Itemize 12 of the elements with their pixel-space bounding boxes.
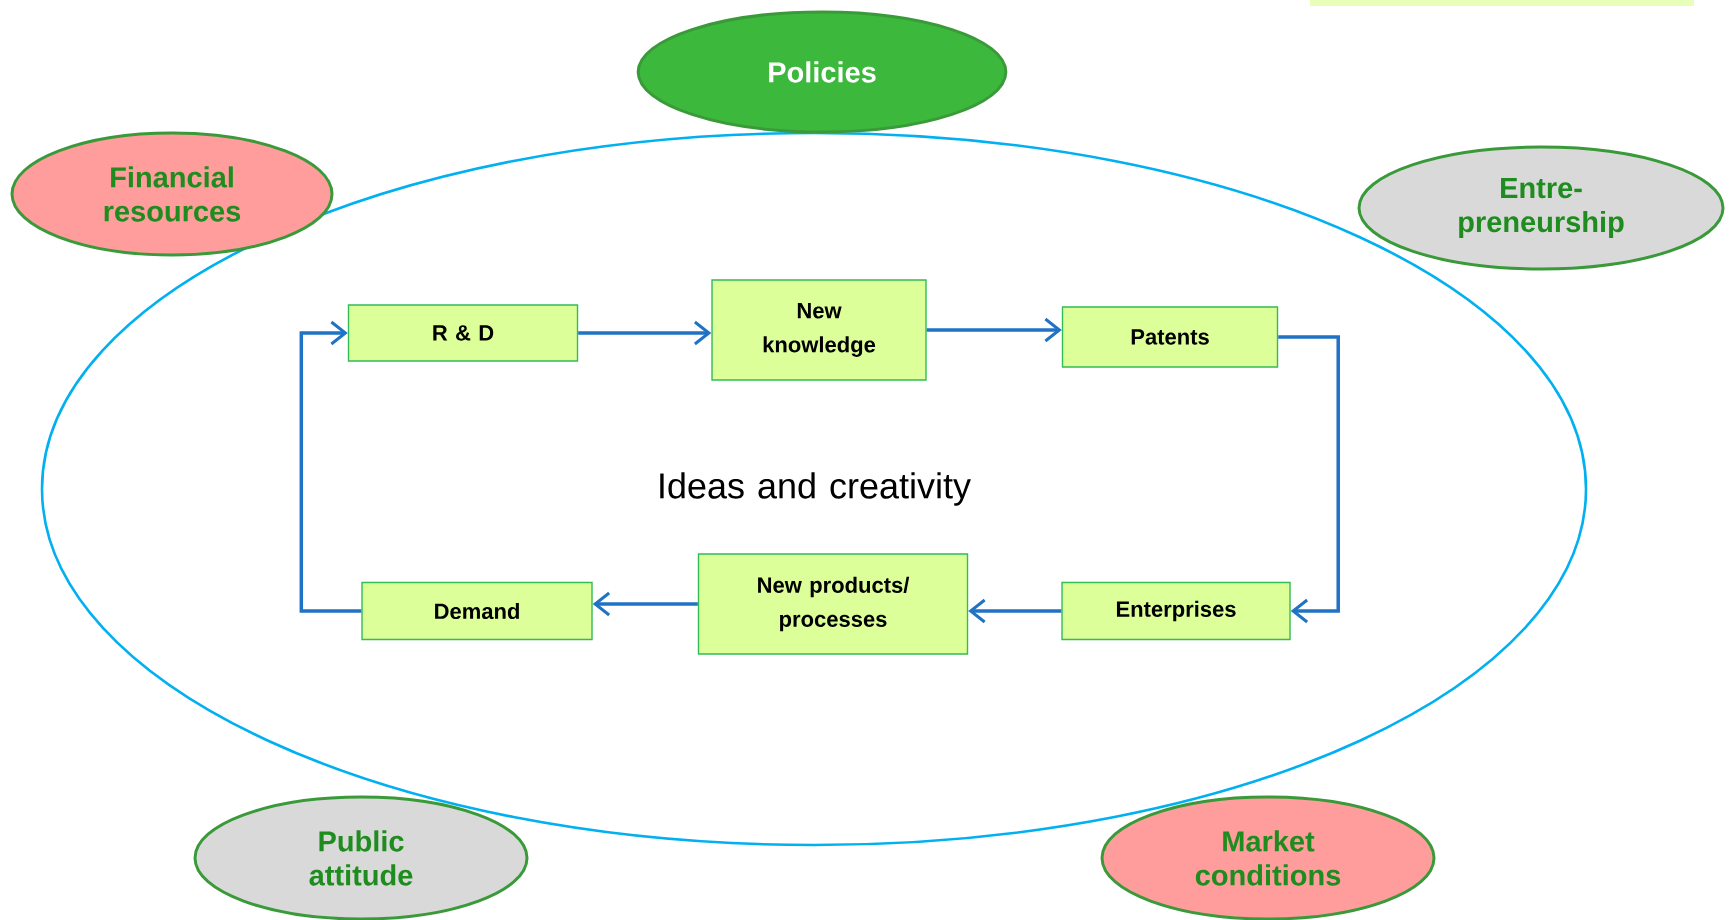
arrow	[299, 320, 362, 613]
process-box: Patents	[1061, 306, 1279, 368]
process-box: Demand	[361, 581, 593, 641]
process-box: Enterprises	[1061, 581, 1291, 641]
process-box: R & D	[347, 304, 579, 362]
arrow	[578, 320, 712, 346]
arrow	[968, 598, 1062, 624]
arrow	[592, 591, 698, 617]
arrow	[1278, 335, 1340, 624]
arrow	[926, 317, 1062, 343]
process-box: New knowledge	[711, 279, 927, 381]
process-box: New products/ processes	[697, 553, 969, 655]
